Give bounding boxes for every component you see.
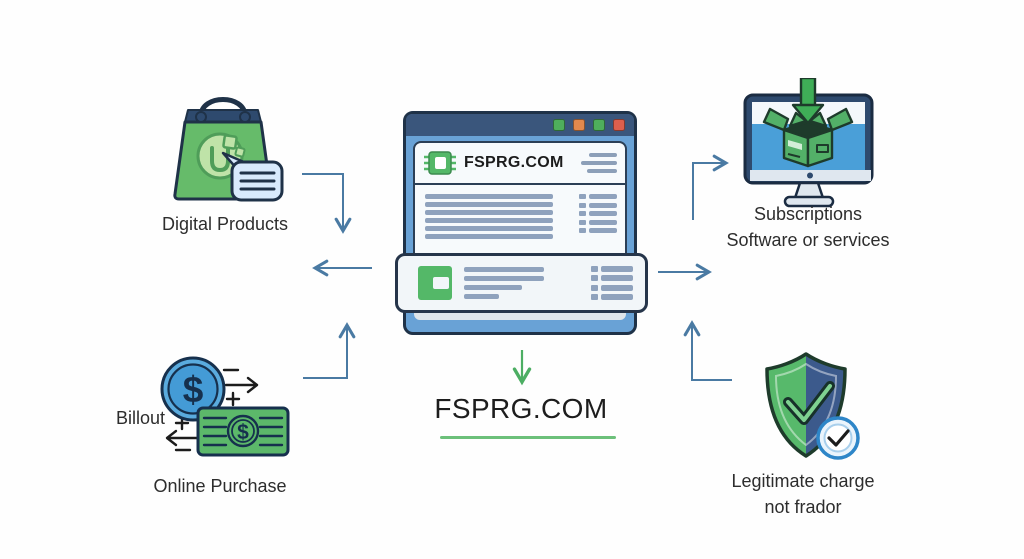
verified-badge-icon [816, 416, 860, 460]
browser-bottom-strip [414, 312, 626, 320]
legitimate-charge-line1: Legitimate charge [731, 471, 875, 491]
content-text-lines [425, 194, 553, 239]
dollar-coin-icon: $ [160, 356, 226, 422]
monitor-download-box-icon [743, 78, 874, 208]
banknote-icon: $ [196, 406, 290, 457]
download-arrow-icon [791, 78, 825, 125]
speech-bubble-icon [221, 151, 284, 202]
billout-annotation: Billout [116, 408, 166, 428]
legitimate-charge-label: Legitimate charge not frador [722, 468, 884, 520]
arrow-center-to-subscriptions [692, 154, 729, 220]
digital-products-label: Digital Products [161, 214, 289, 234]
window-button-icon [553, 119, 565, 131]
page-content [415, 185, 625, 239]
window-button-icon [573, 119, 585, 131]
coin-banknote-icon: $ $ [160, 356, 290, 457]
address-bar: FSPRG.COM [415, 143, 625, 185]
shopping-bag-icon [173, 97, 284, 202]
browser-titlebar [406, 114, 634, 136]
popup-side-list [591, 265, 633, 301]
content-side-list [579, 194, 617, 239]
svg-text:$: $ [237, 421, 249, 444]
open-box-icon [762, 107, 854, 168]
window-button-icon [593, 119, 605, 131]
popup-text-lines [464, 267, 544, 299]
center-domain-label: FSPRG.COM [434, 393, 608, 424]
address-url: FSPRG.COM [464, 154, 564, 171]
chip-icon [424, 151, 456, 175]
exchange-arrows-icon [165, 368, 259, 452]
domain-underline [440, 436, 616, 439]
legitimate-charge-line2: not frador [764, 497, 842, 517]
arrow-digital-products-down [302, 173, 352, 234]
svg-text:$: $ [183, 369, 204, 410]
subscriptions-label: Subscriptions Software or services [718, 201, 898, 253]
listing-popup-card [395, 253, 648, 313]
menu-lines-icon [581, 153, 617, 173]
favicon-square-icon [418, 266, 452, 300]
window-button-icon [613, 119, 625, 131]
arrow-shield-up [683, 320, 732, 381]
subscriptions-label-line2: Software or services [726, 230, 890, 250]
online-purchase-label: Online Purchase [153, 476, 287, 496]
arrow-online-purchase-up [303, 322, 356, 379]
subscriptions-label-line1: Subscriptions [753, 204, 863, 224]
shield-check-icon [765, 352, 860, 460]
